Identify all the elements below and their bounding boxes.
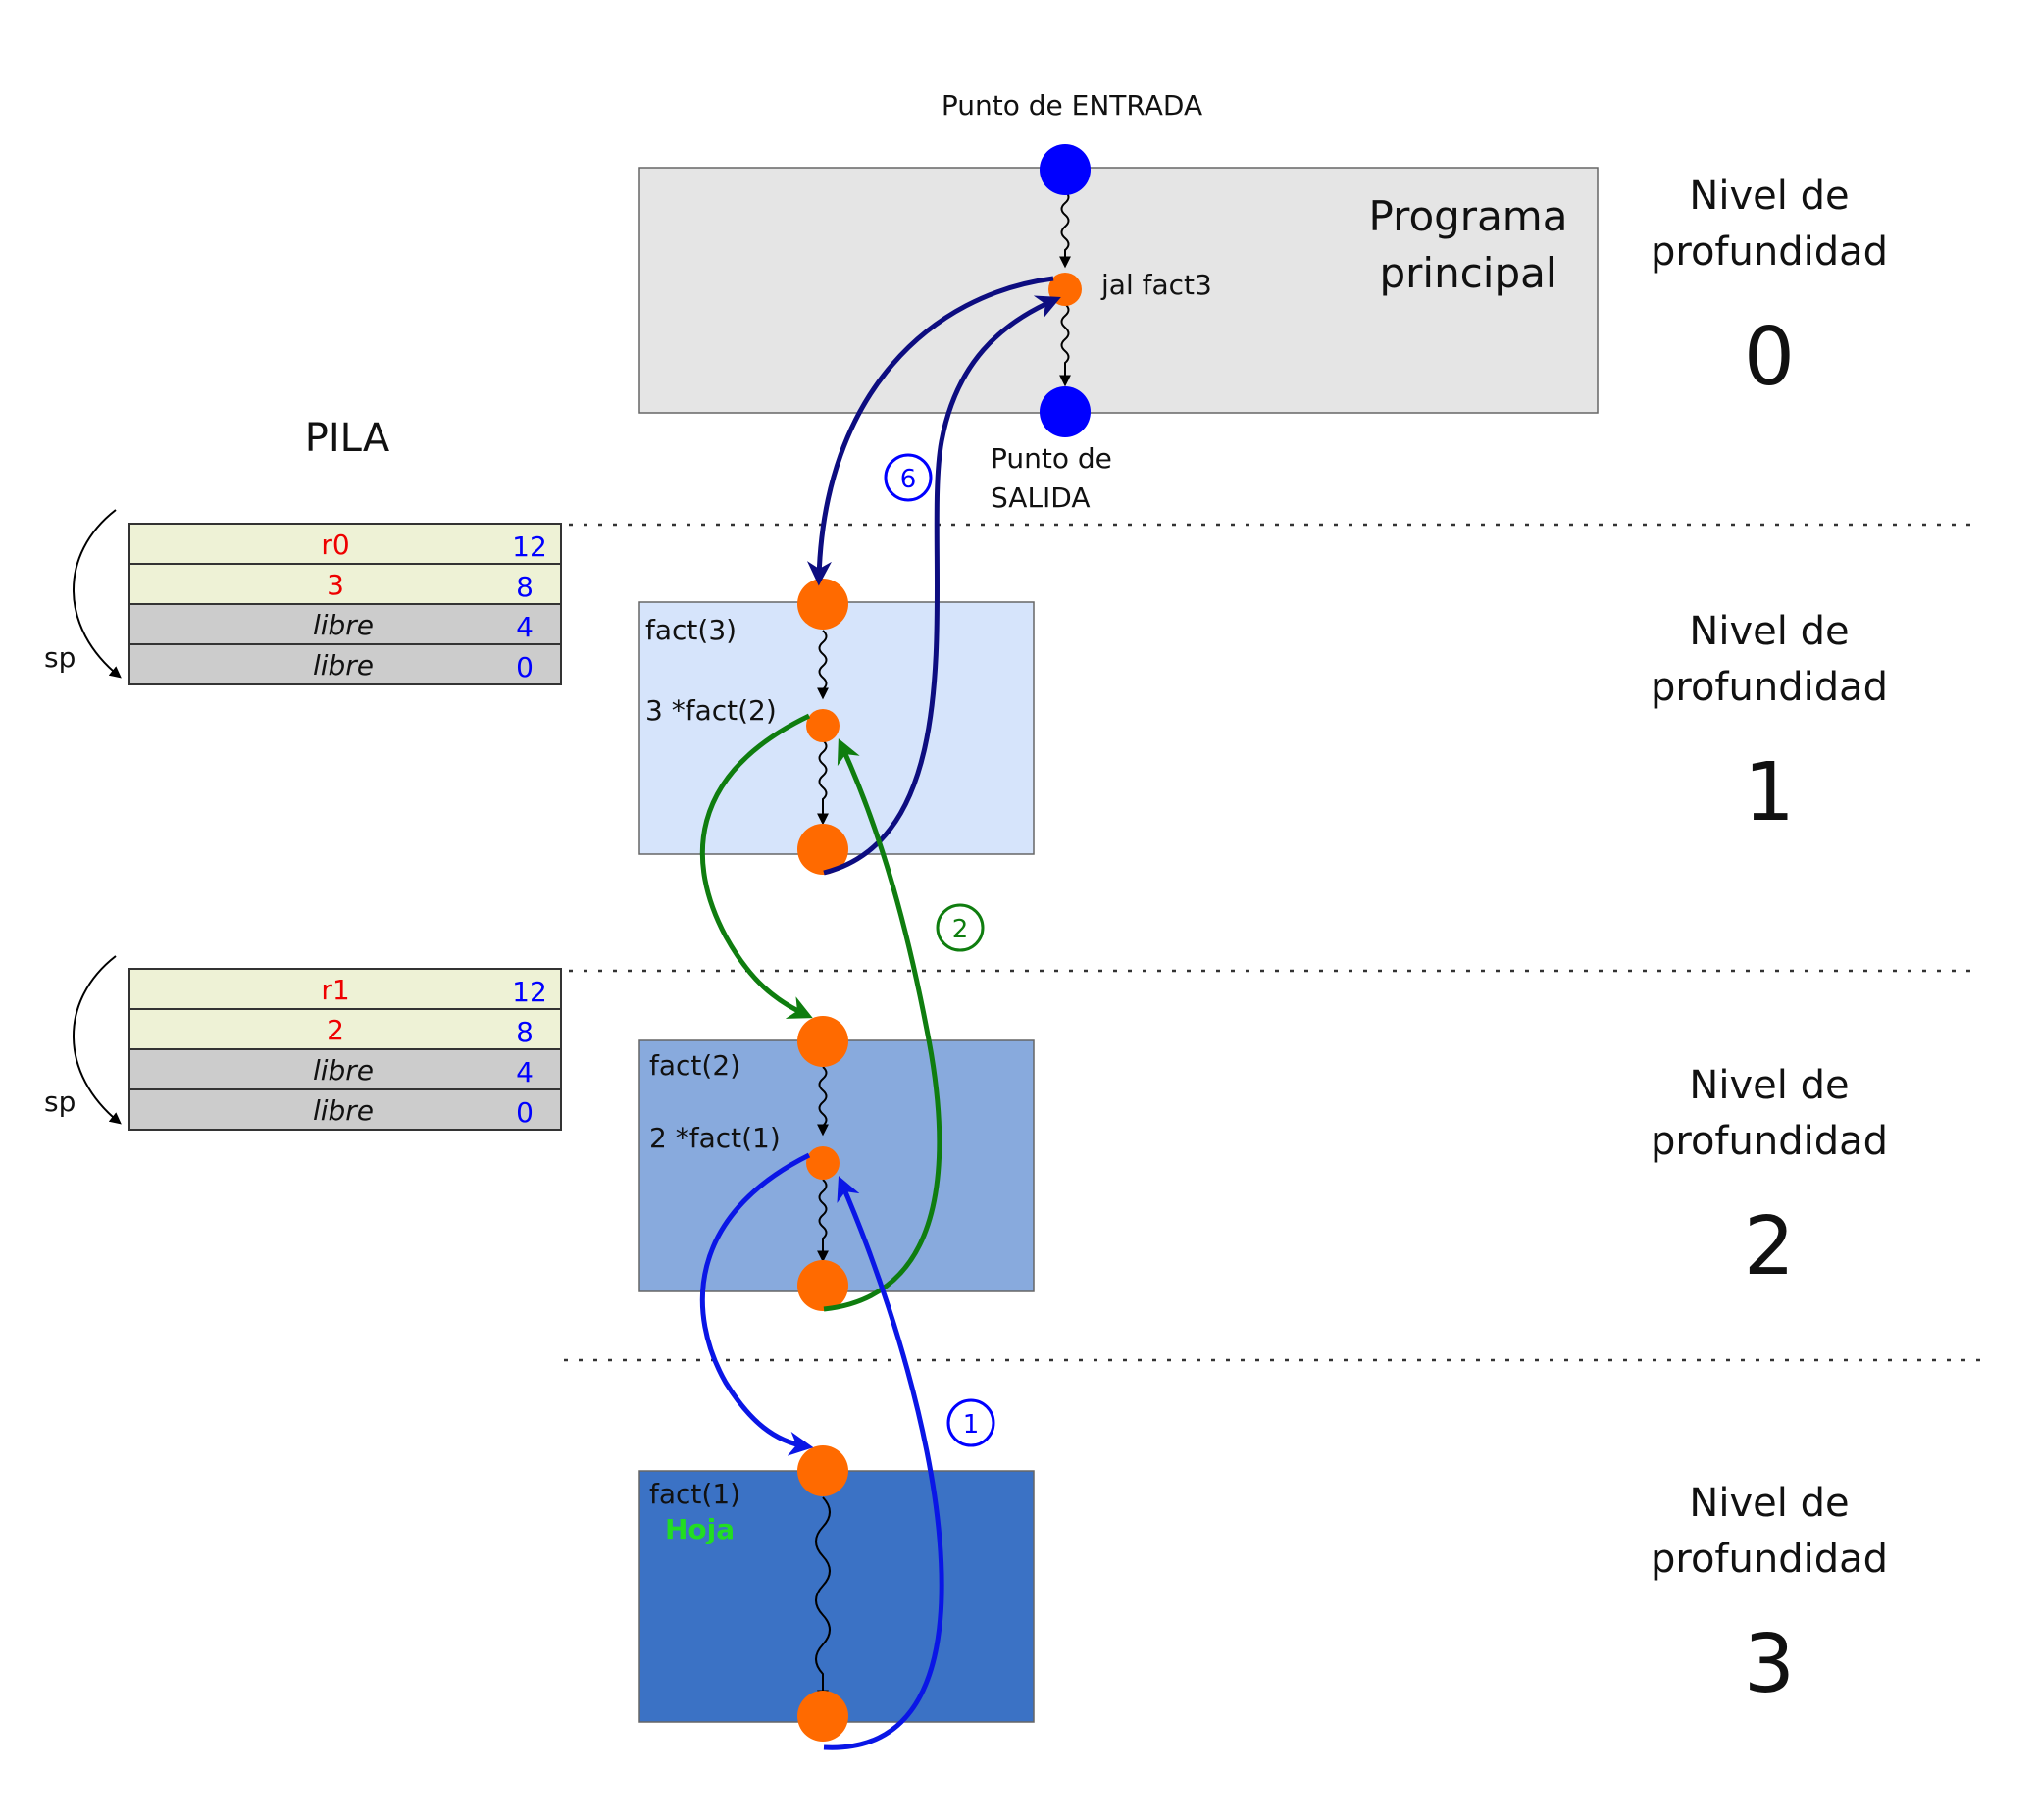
depth-label-line1: Nivel de [1689,609,1849,654]
badge-1-label: 1 [963,1410,980,1440]
stack-cell-2-1 [128,1008,562,1050]
entry-point-label: Punto de ENTRADA [942,89,1202,122]
stack-offset-2-3: 0 [516,1096,534,1129]
fact2-flow-wave-1 [817,1066,829,1137]
return-arrow-fact3-to-main [823,295,1061,876]
stack-offset-1-0: 12 [512,531,547,563]
depth-number: 0 [1744,311,1795,404]
depth-label-line1: Nivel de [1689,1063,1849,1108]
stack-value-1-0: r0 [321,529,349,561]
badge-6: 6 [884,453,933,502]
stack-cell-2-2 [128,1048,562,1090]
depth-label-line2: profundidad [1651,1537,1888,1582]
depth-label-line2: profundidad [1651,1119,1888,1164]
fact3-flow-wave-2 [817,739,829,826]
stack-value-2-0: r1 [321,974,349,1006]
badge-1: 1 [946,1398,995,1447]
depth-label-line1: Nivel de [1689,1481,1849,1526]
stack-cell-1-0 [128,523,562,565]
fact1-exit-node [797,1691,848,1742]
stack-value-1-1: 3 [327,569,344,601]
entry-point-node [1040,144,1091,195]
sp-arrow-2 [73,955,122,1125]
badge-2: 2 [936,903,985,952]
depth-label-line1: Nivel de [1689,174,1849,219]
sp-label-2: sp [44,1086,76,1118]
stack-cell-1-1 [128,563,562,605]
exit-point-label-line2: SALIDA [991,481,1091,514]
sp-label-1: sp [44,641,76,674]
fact2-call-node [806,1146,840,1180]
fact1-entry-node [797,1445,848,1496]
depth-number: 3 [1744,1618,1795,1711]
depth-level-2: Nivel de profundidad 2 [1651,1063,1888,1293]
call-arrow-fact3-to-fact2 [699,713,813,1019]
depth-number: 2 [1744,1200,1795,1293]
fact2-label: fact(2) [649,1049,740,1082]
call-arrow-fact2-to-fact1 [699,1152,814,1456]
stack-offset-1-3: 0 [516,651,534,683]
main-flow-wave-1 [1059,190,1071,269]
depth-number: 1 [1744,746,1795,839]
stack-offset-2-1: 8 [516,1016,534,1048]
stack-frame-1: sp r0 3 libre libre 12 8 4 0 [44,509,562,685]
fact1-flow-wave [815,1496,831,1702]
fact3-label: fact(3) [645,614,737,646]
stack-offset-2-0: 12 [512,976,547,1008]
stack-offset-1-2: 4 [516,611,534,643]
depth-label-line2: profundidad [1651,229,1888,275]
fact2-exit-node [797,1260,848,1311]
fact3-call-label: 3 *fact(2) [645,694,777,727]
stack-cell-1-3 [128,643,562,685]
stack-cell-2-0 [128,968,562,1010]
depth-level-3: Nivel de profundidad 3 [1651,1481,1888,1711]
depth-label-line2: profundidad [1651,665,1888,710]
stack-frame-2: sp r1 2 libre libre 12 8 4 0 [44,955,562,1131]
fact3-exit-node [797,824,848,875]
fact3-call-node [806,709,840,742]
stack-value-1-3: libre [313,649,374,682]
main-flow-wave-2 [1059,303,1071,387]
fact2-entry-node [797,1016,848,1067]
return-arrow-fact1-to-fact2 [823,1176,944,1750]
stack-value-1-2: libre [313,609,374,641]
fact2-flow-wave-2 [817,1179,829,1263]
depth-level-1: Nivel de profundidad 1 [1651,609,1888,839]
return-arrow-fact2-to-fact3 [823,738,942,1312]
fact1-label: fact(1) [649,1478,740,1510]
exit-point-label-line1: Punto de [991,442,1112,475]
stack-value-2-1: 2 [327,1014,344,1046]
stack-cell-2-3 [128,1088,562,1131]
stack-value-2-3: libre [313,1094,374,1127]
badge-2-label: 2 [952,915,969,944]
stack-title: PILA [305,416,390,461]
call-arrow-main-to-fact3 [806,276,1054,586]
fact2-call-label: 2 *fact(1) [649,1122,781,1154]
stack-offset-2-2: 4 [516,1056,534,1088]
fact3-entry-node [797,579,848,630]
stack-cell-1-2 [128,603,562,645]
stack-offset-1-1: 8 [516,571,534,603]
depth-level-0: Nivel de profundidad 0 [1651,174,1888,404]
fact1-leaf-label: Hoja [665,1513,735,1545]
main-title-line2: principal [1379,249,1556,297]
badge-6-label: 6 [900,465,917,494]
jal-call-label: jal fact3 [1100,269,1212,301]
main-title-line1: Programa [1369,192,1568,240]
sp-arrow-1 [73,509,122,679]
stack-value-2-2: libre [313,1054,374,1087]
main-program-box [638,167,1599,414]
exit-point-node [1040,386,1091,437]
fact3-flow-wave-1 [817,630,829,700]
